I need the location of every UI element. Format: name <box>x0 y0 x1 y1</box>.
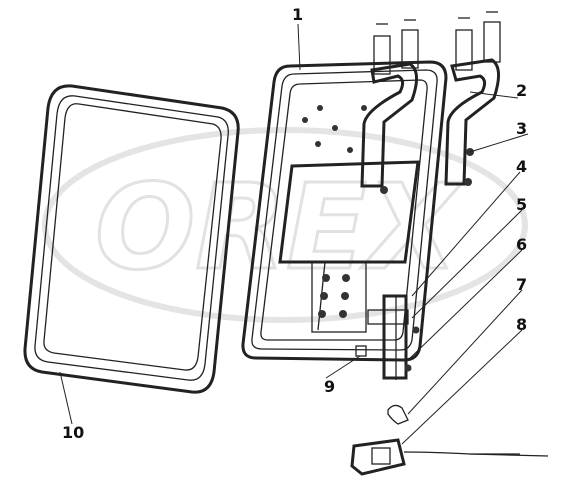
leader-lines <box>59 23 529 445</box>
callout-9: 9 <box>324 377 335 396</box>
latch-clip <box>387 404 409 425</box>
callout-numbers: 1 2 3 4 5 6 7 8 9 10 <box>62 5 527 442</box>
callout-7: 7 <box>516 275 527 294</box>
hinge-mounted <box>360 19 419 194</box>
callout-2: 2 <box>516 81 527 100</box>
watermark-text: OREX <box>95 158 463 296</box>
callout-10: 10 <box>62 423 84 442</box>
callout-4: 4 <box>516 157 527 176</box>
window-frame <box>241 60 448 362</box>
callout-1: 1 <box>292 5 303 24</box>
callout-5: 5 <box>516 195 527 214</box>
hinge-spare <box>444 11 501 186</box>
latch-actuator-cable <box>350 438 549 476</box>
latch-assembly <box>355 294 420 380</box>
window-seal-gasket <box>23 84 240 394</box>
callout-3: 3 <box>516 119 527 138</box>
callout-8: 8 <box>516 315 527 334</box>
callout-6: 6 <box>516 235 527 254</box>
